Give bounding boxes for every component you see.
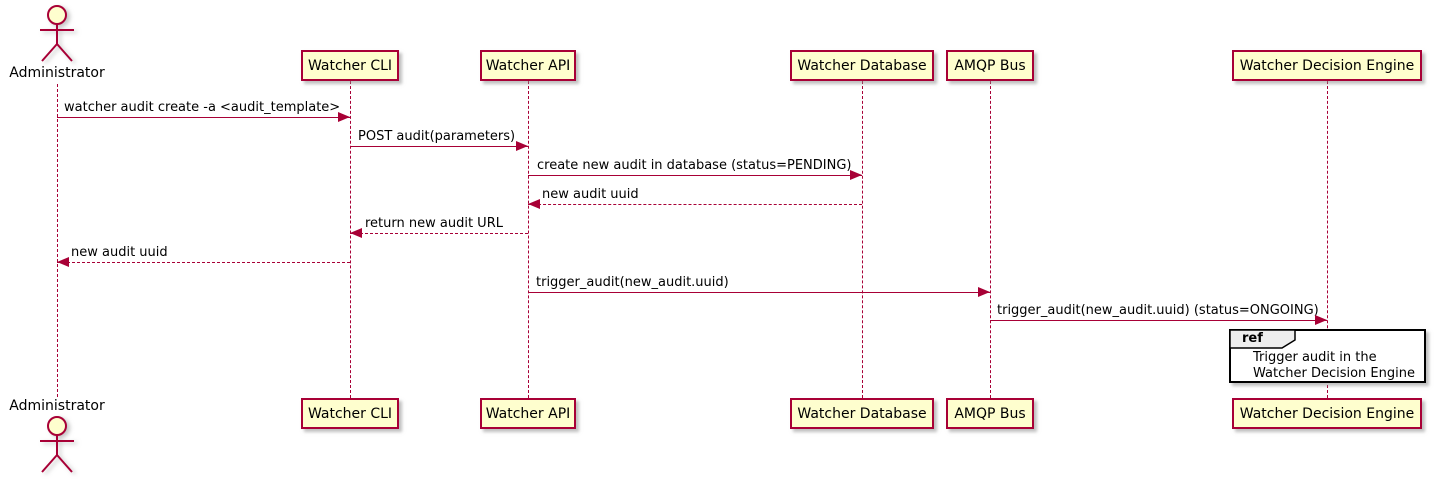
message-label: trigger_audit(new_audit.uuid) (status=ON… [997, 303, 1319, 318]
arrowhead-right-icon [338, 112, 350, 122]
lifeline-administrator [57, 84, 58, 397]
participant-top-watcher-api: Watcher API [480, 50, 576, 81]
ref-keyword: ref [1242, 331, 1263, 346]
message-label: POST audit(parameters) [358, 129, 516, 144]
ref-fragment: ref Trigger audit in the Watcher Decisio… [1229, 329, 1426, 383]
lifeline-watcher-cli [350, 81, 351, 398]
participant-top-amqp-bus: AMQP Bus [946, 50, 1034, 81]
arrowhead-left-icon [57, 257, 69, 267]
participant-top-watcher-decision-engine: Watcher Decision Engine [1232, 50, 1422, 81]
actor-stick-figure-icon [40, 5, 74, 62]
arrowhead-right-icon [1315, 315, 1327, 325]
lifeline-watcher-database [862, 81, 863, 398]
lifeline-watcher-api [528, 81, 529, 398]
message-line [528, 204, 862, 205]
arrowhead-right-icon [978, 287, 990, 297]
message-label: create new audit in database (status=PEN… [537, 158, 852, 173]
message-label: new audit uuid [71, 245, 168, 260]
message-line [57, 117, 350, 118]
participant-bottom-watcher-cli: Watcher CLI [301, 398, 399, 429]
ref-text-line: Trigger audit in the [1253, 350, 1377, 365]
message-line [350, 233, 528, 234]
ref-text: Trigger audit in the Watcher Decision En… [1231, 350, 1424, 382]
participant-bottom-watcher-decision-engine: Watcher Decision Engine [1232, 398, 1422, 429]
participant-top-watcher-cli: Watcher CLI [301, 50, 399, 81]
message-line [57, 262, 350, 263]
message-line [528, 292, 990, 293]
arrowhead-right-icon [850, 170, 862, 180]
participant-top-watcher-database: Watcher Database [790, 50, 934, 81]
ref-tab-shape [1230, 330, 1296, 349]
actor-stick-figure-icon [40, 416, 74, 473]
ref-text-line: Watcher Decision Engine [1253, 366, 1415, 381]
arrowhead-left-icon [528, 199, 540, 209]
participant-bottom-amqp-bus: AMQP Bus [946, 398, 1034, 429]
message-label: return new audit URL [365, 216, 503, 231]
arrowhead-left-icon [350, 228, 362, 238]
message-line [350, 146, 528, 147]
participant-bottom-watcher-api: Watcher API [480, 398, 576, 429]
message-label: watcher audit create -a <audit_template> [64, 100, 341, 115]
message-label: new audit uuid [542, 187, 639, 202]
lifeline-watcher-decision-engine [1327, 81, 1328, 398]
lifeline-amqp-bus [990, 81, 991, 398]
message-label: trigger_audit(new_audit.uuid) [536, 275, 729, 290]
arrowhead-right-icon [516, 141, 528, 151]
message-line [528, 175, 862, 176]
message-line [990, 320, 1327, 321]
actor-label: Administrator [9, 398, 105, 414]
participant-bottom-watcher-database: Watcher Database [790, 398, 934, 429]
actor-label: Administrator [9, 65, 105, 81]
